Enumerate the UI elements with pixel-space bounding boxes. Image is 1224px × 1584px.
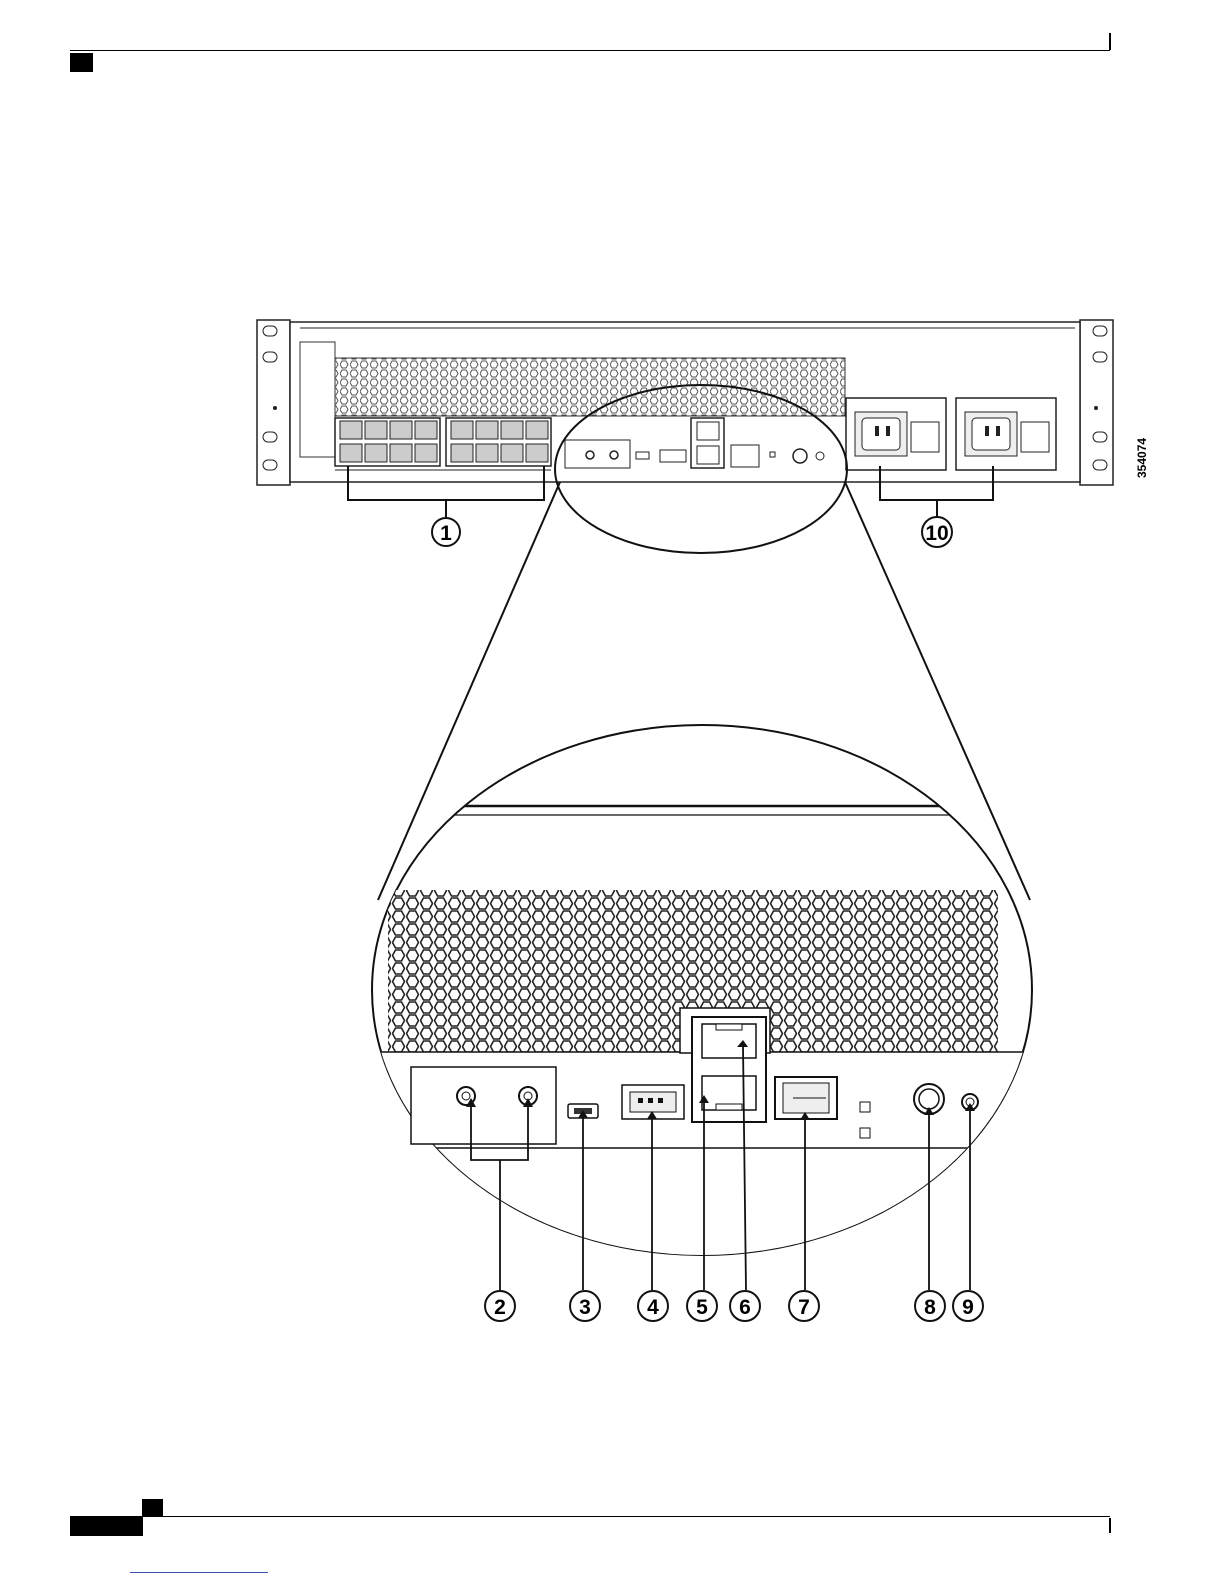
power-supply-1 [846,398,946,470]
zoomed-detail [360,725,1060,1272]
svg-text:7: 7 [798,1296,810,1319]
callout-3: 3 [570,1291,600,1321]
svg-text:5: 5 [696,1296,708,1319]
callout-7: 7 [789,1291,819,1321]
callout-2: 2 [485,1291,515,1321]
sfp-port-block-left [335,418,440,466]
svg-text:1: 1 [440,522,452,545]
callout-5: 5 [687,1291,717,1321]
callout-10: 10 [922,517,952,547]
led-1 [860,1102,870,1112]
svg-text:4: 4 [647,1296,659,1319]
svg-text:10: 10 [925,522,948,545]
svg-text:8: 8 [924,1296,936,1319]
callout-4: 4 [638,1291,668,1321]
sfp-port-block-right [446,418,551,466]
callout-8: 8 [915,1291,945,1321]
led-2 [860,1128,870,1138]
svg-text:9: 9 [962,1296,974,1319]
figure-id: 354074 [1135,438,1149,478]
svg-text:2: 2 [494,1296,506,1319]
ground-lug-panel [411,1067,556,1144]
svg-text:3: 3 [579,1296,591,1319]
callout-1: 1 [432,518,460,546]
power-supply-2 [956,398,1056,470]
callout-6: 6 [730,1291,760,1321]
callout-9: 9 [953,1291,983,1321]
svg-text:6: 6 [739,1296,751,1319]
